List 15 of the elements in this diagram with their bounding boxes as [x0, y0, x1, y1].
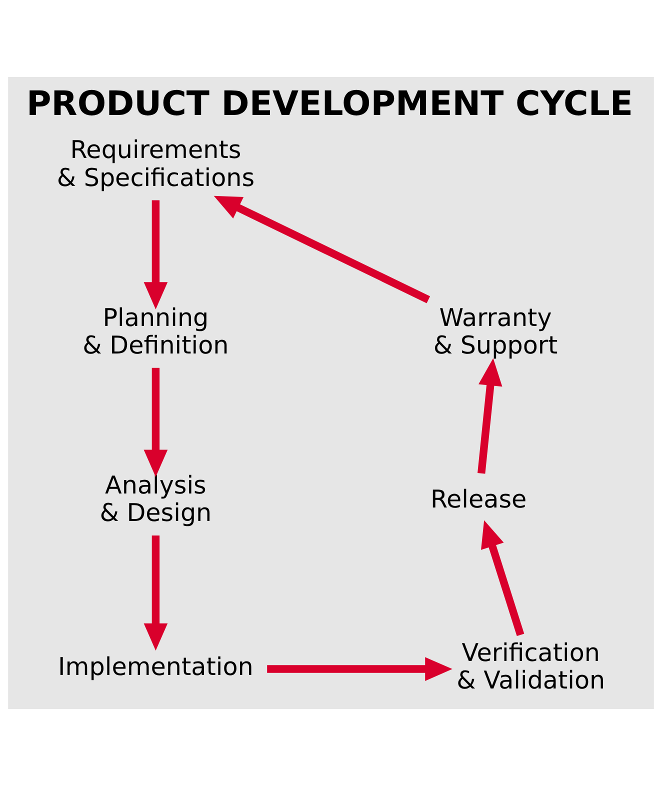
node-text: Analysis & Design	[100, 470, 212, 527]
node-text: Planning & Definition	[82, 302, 229, 359]
arrow	[481, 520, 524, 636]
node-text: Implementation	[58, 651, 254, 680]
arrow	[478, 358, 502, 474]
arrow	[214, 195, 430, 303]
arrow	[144, 534, 168, 650]
arrow	[144, 200, 168, 309]
arrow	[144, 367, 168, 477]
node-text: Release	[430, 484, 527, 513]
node-text: Requirements & Specifications	[56, 134, 255, 192]
node-text: Verification & Validation	[456, 638, 606, 694]
diagram-title: PRODUCT DEVELOPMENT CYCLE	[26, 83, 633, 122]
arrow	[267, 656, 452, 680]
node-text: Warranty & Support	[433, 302, 558, 359]
